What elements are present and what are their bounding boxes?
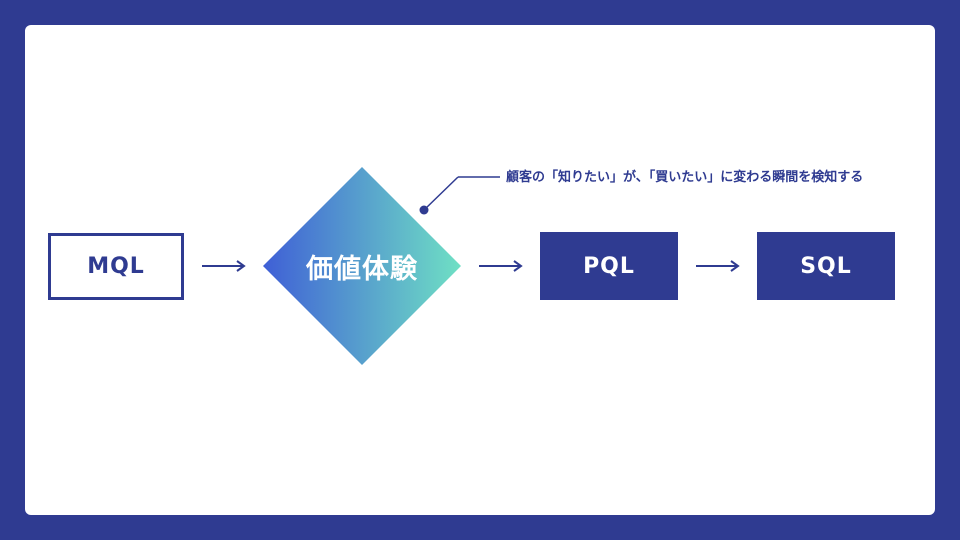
arrow-value-to-pql bbox=[479, 260, 523, 272]
sql-box: SQL bbox=[757, 232, 895, 300]
arrow-mql-to-value bbox=[202, 260, 246, 272]
mql-label: MQL bbox=[87, 254, 145, 279]
mql-box: MQL bbox=[48, 233, 184, 300]
sql-label: SQL bbox=[800, 253, 852, 279]
value-experience-diamond bbox=[263, 167, 461, 365]
callout-text: 顧客の「知りたい」が、「買いたい」に変わる瞬間を検知する bbox=[506, 170, 864, 185]
callout-leader-line bbox=[419, 176, 500, 215]
value-experience-label: 価値体験 bbox=[306, 253, 418, 285]
arrow-pql-to-sql bbox=[696, 260, 740, 272]
pql-label: PQL bbox=[583, 253, 635, 279]
pql-box: PQL bbox=[540, 232, 678, 300]
